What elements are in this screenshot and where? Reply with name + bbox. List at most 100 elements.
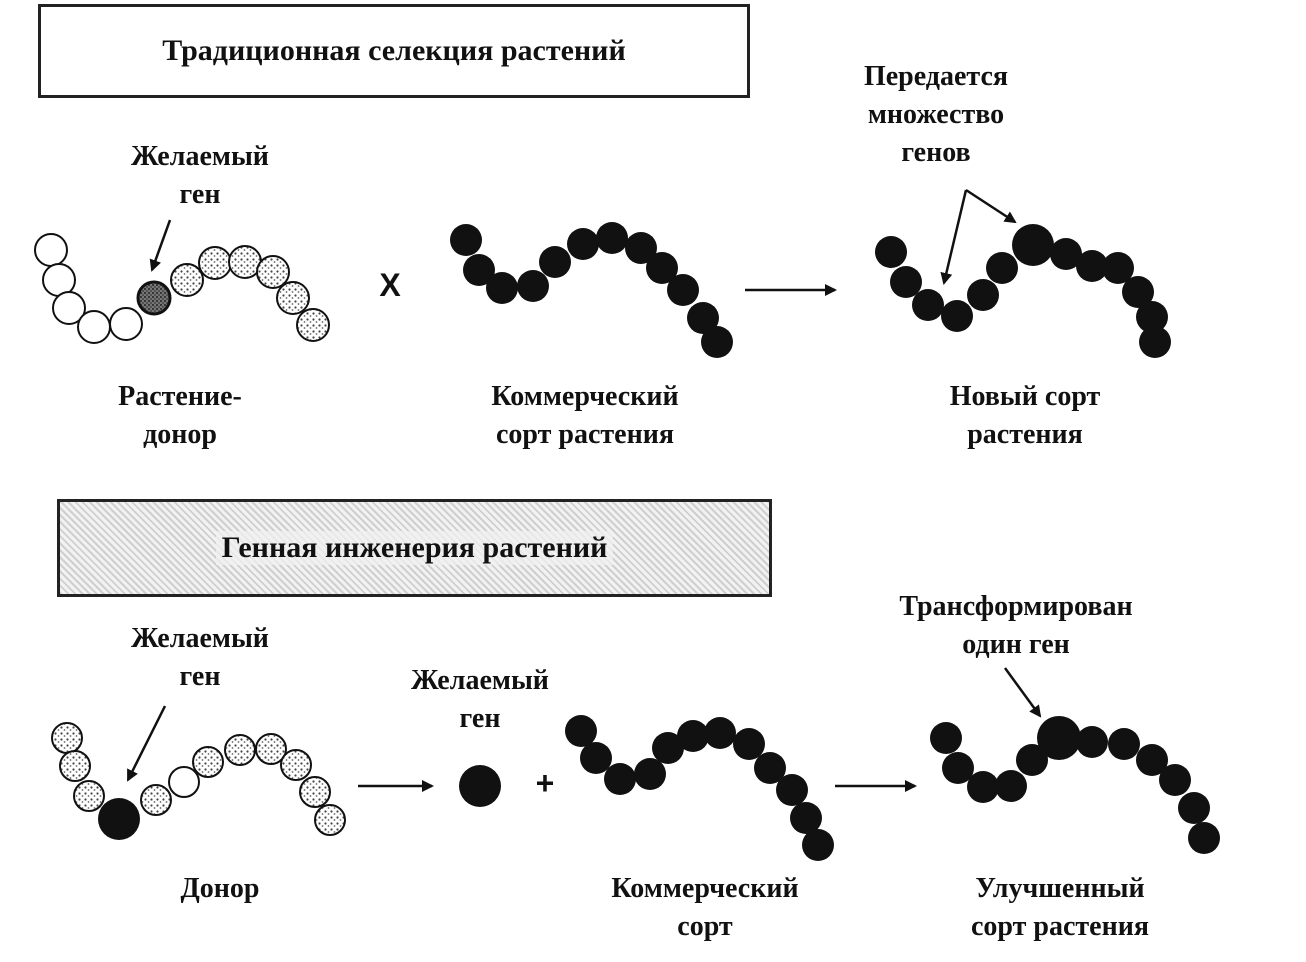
desired-gene-label-bottom: Желаемый ген xyxy=(110,620,290,696)
donor-top-bead xyxy=(256,255,290,289)
commercial-top-bead xyxy=(667,274,699,306)
desired-gene-label-top-line1: Желаемый xyxy=(131,141,269,172)
donor-bottom-bead xyxy=(255,733,287,765)
improved-variety-label: Улучшенный сорт растения xyxy=(940,870,1180,946)
donor-bottom-bead xyxy=(314,804,346,836)
commercial-top-bead xyxy=(486,272,518,304)
improved-variety-bead xyxy=(1188,822,1220,854)
commercial-bottom-bead xyxy=(652,732,684,764)
commercial-top-bead xyxy=(646,252,678,284)
new-variety-bead xyxy=(1136,301,1168,333)
one-gene-transformed-label-line2: один ген xyxy=(962,629,1070,660)
new-variety-bead xyxy=(1122,276,1154,308)
donor-top-bead xyxy=(276,281,310,315)
commercial-variety-label-bottom: Коммерческий сорт xyxy=(585,870,825,946)
genetic-engineering-title: Генная инженерия растений xyxy=(215,531,614,565)
commercial-bottom-bead xyxy=(604,763,636,795)
improved-variety-bead xyxy=(1108,728,1140,760)
donor-bottom-bead xyxy=(168,766,200,798)
commercial-bottom-bead xyxy=(704,717,736,749)
commercial-bottom-bead xyxy=(802,829,834,861)
traditional-breeding-title-box: Традиционная селекция растений xyxy=(38,4,750,98)
isolated-gene-label-line2: ген xyxy=(459,703,501,734)
one-gene-transformed-label: Трансформирован один ген xyxy=(866,588,1166,664)
cross-symbol: X xyxy=(379,267,401,303)
commercial-bottom-bead xyxy=(790,802,822,834)
commercial-top-bead xyxy=(517,270,549,302)
donor-top-bead xyxy=(109,307,143,341)
donor-top-bead xyxy=(198,246,232,280)
many-genes-arrow-left xyxy=(940,189,968,285)
many-genes-label: Передается множество генов xyxy=(836,58,1036,172)
isolated-gene-label-line1: Желаемый xyxy=(411,665,549,696)
commercial-variety-label-bottom-line1: Коммерческий xyxy=(611,873,799,904)
commercial-top-bead xyxy=(539,246,571,278)
improved-variety-label-line1: Улучшенный xyxy=(975,873,1145,904)
commercial-variety-label-top-line1: Коммерческий xyxy=(491,381,679,412)
donor-plant-label: Растение- донор xyxy=(80,378,280,454)
donor-bottom-bead xyxy=(98,798,140,840)
new-variety-bead xyxy=(890,266,922,298)
commercial-bottom-bead xyxy=(754,752,786,784)
donor-top-bead xyxy=(52,291,86,325)
improved-variety-bead xyxy=(1178,792,1210,824)
commercial-variety-label-bottom-line2: сорт xyxy=(677,911,733,942)
desired-gene-arrow-top xyxy=(149,219,172,272)
commercial-bottom-bead xyxy=(634,758,666,790)
donor-top-bead xyxy=(170,263,204,297)
donor-bottom-bead xyxy=(73,780,105,812)
donor-plant-label-line1: Растение- xyxy=(118,381,242,412)
new-variety-bead xyxy=(1139,326,1171,358)
donor-bottom-bead xyxy=(299,776,331,808)
improved-variety-bead xyxy=(1159,764,1191,796)
genetic-engineering-title-box: Генная инженерия растений xyxy=(57,499,772,597)
many-genes-label-line1: Передается xyxy=(863,61,1009,92)
new-variety-label-line1: Новый сорт xyxy=(949,381,1101,412)
plus-symbol: + xyxy=(535,765,555,801)
new-variety-bead xyxy=(912,289,944,321)
new-variety-bead xyxy=(967,279,999,311)
donor-bottom-bead xyxy=(59,750,91,782)
arrows xyxy=(126,188,1042,792)
isolated-gene-label: Желаемый ген xyxy=(390,662,570,738)
donor-bottom-bead xyxy=(51,722,83,754)
bead-chains xyxy=(34,222,1220,861)
donor-plant-label-line2: донор xyxy=(143,419,217,450)
donor-top-bead xyxy=(77,310,111,344)
donor-top-bead xyxy=(296,308,330,342)
commercial-top-bead xyxy=(450,224,482,256)
donor-bottom-bead xyxy=(224,734,256,766)
improved-variety-bead xyxy=(1037,716,1081,760)
new-variety-bead xyxy=(875,236,907,268)
new-variety-bead xyxy=(1012,224,1054,266)
improved-variety-bead xyxy=(1076,726,1108,758)
commercial-variety-label-top-line2: сорт растения xyxy=(496,419,674,450)
improved-variety-bead xyxy=(930,722,962,754)
commercial-top-bead xyxy=(701,326,733,358)
commercial-bottom-bead xyxy=(580,742,612,774)
new-variety-bead xyxy=(1102,252,1134,284)
isolated-gene-bead xyxy=(459,765,501,807)
improved-variety-bead xyxy=(967,771,999,803)
new-variety-bead xyxy=(1050,238,1082,270)
donor-bottom-bead xyxy=(140,784,172,816)
donor-label: Донор xyxy=(180,873,260,904)
desired-gene-label-top-line2: ген xyxy=(179,179,221,210)
improved-variety-bead xyxy=(995,770,1027,802)
new-variety-bead xyxy=(1076,250,1108,282)
commercial-bottom-bead xyxy=(776,774,808,806)
commercial-bottom-bead xyxy=(733,728,765,760)
commercial-top-bead xyxy=(567,228,599,260)
many-genes-arrow-right xyxy=(965,188,1017,224)
donor-top-bead xyxy=(136,280,172,316)
commercial-top-bead xyxy=(687,302,719,334)
new-variety-label-line2: растения xyxy=(967,419,1083,450)
new-variety-bead xyxy=(941,300,973,332)
many-genes-label-line3: генов xyxy=(901,137,971,168)
donor-bottom-bead xyxy=(192,746,224,778)
many-genes-label-line2: множество xyxy=(867,99,1005,130)
commercial-bottom-bead xyxy=(565,715,597,747)
improved-variety-bead xyxy=(942,752,974,784)
improved-variety-label-line2: сорт растения xyxy=(971,911,1149,942)
